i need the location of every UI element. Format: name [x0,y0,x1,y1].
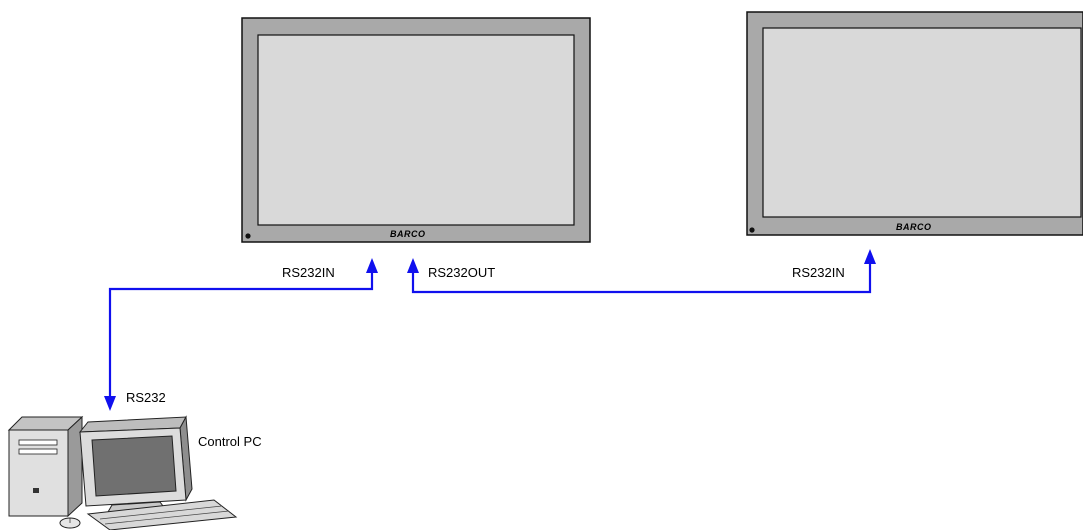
pc-rs232-label: RS232 [126,390,166,405]
arrow-up-icon [864,249,876,264]
arrow-down-icon [104,396,116,411]
display-1-rs232in-label: RS232IN [282,265,335,280]
cable-pc-to-display-1 [104,258,378,411]
display-1-rs232out-label: RS232OUT [428,265,496,280]
display-2-rs232in-label: RS232IN [792,265,845,280]
cable-display-1-to-display-2 [407,249,876,294]
arrow-up-icon [366,258,378,273]
control-pc-label: Control PC [198,434,262,449]
arrow-up-icon [407,258,419,273]
display-2: BARCO [746,11,1083,236]
computer-icon [7,415,238,530]
display-1: BARCO [241,17,591,243]
display-2-brand: BARCO [896,222,932,232]
power-led-icon [245,233,251,239]
power-led-icon [749,227,755,233]
display-1-brand: BARCO [390,229,426,239]
